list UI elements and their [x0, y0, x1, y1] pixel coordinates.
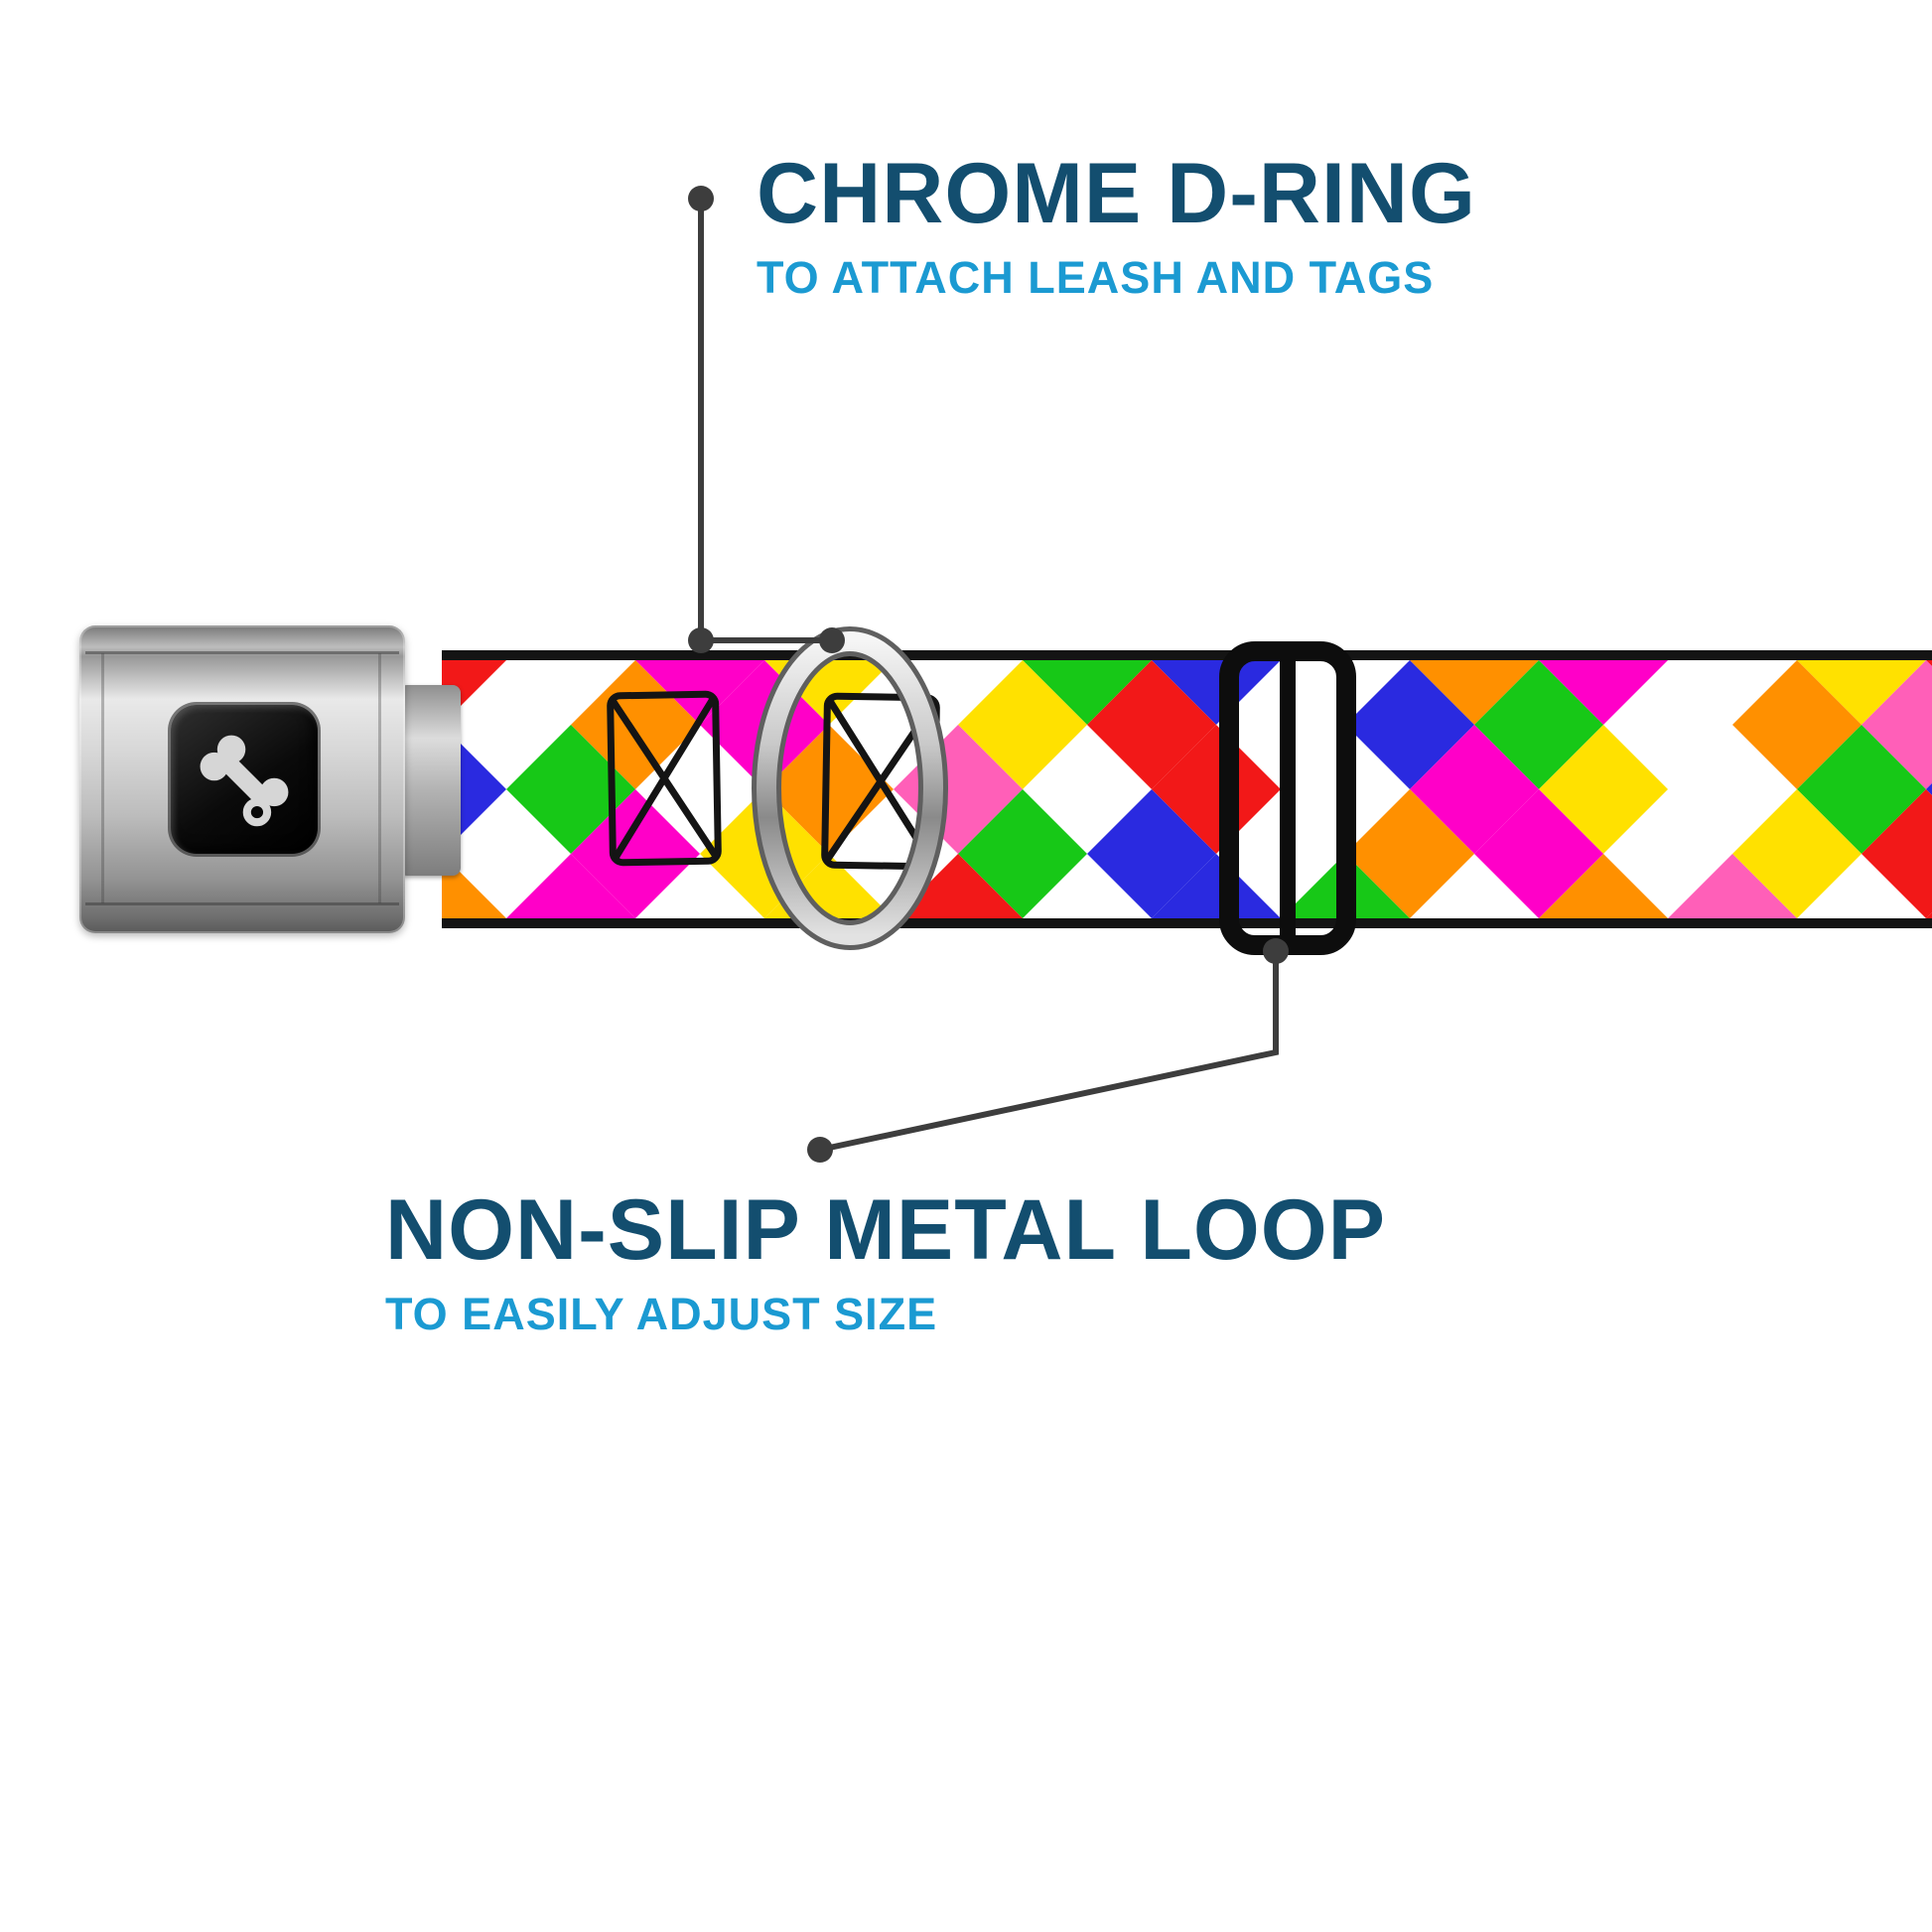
buckle-body — [79, 625, 405, 933]
buckle-seam — [85, 651, 399, 654]
leader-line-loop — [807, 938, 1289, 1163]
diamond-pattern — [442, 660, 1932, 918]
buckle-latch — [399, 685, 461, 876]
seatbelt-buckle — [79, 625, 462, 933]
callout-metal-loop: NON-SLIP METAL LOOP TO EASILY ADJUST SIZ… — [385, 1187, 1386, 1340]
buckle-seam — [378, 653, 381, 903]
callout-dring-subtitle: TO ATTACH LEASH AND TAGS — [757, 252, 1435, 303]
buckle-seam — [101, 653, 104, 903]
callout-loop-subtitle: TO EASILY ADJUST SIZE — [385, 1289, 938, 1339]
collar-strap — [442, 650, 1932, 928]
dog-bone-icon — [200, 735, 289, 827]
callout-dring-title: CHROME D-RING — [757, 146, 1476, 241]
buckle-seam — [85, 902, 399, 905]
callout-loop-title: NON-SLIP METAL LOOP — [385, 1182, 1387, 1278]
buckle-press-button — [171, 705, 318, 854]
callout-chrome-d-ring: CHROME D-RING TO ATTACH LEASH AND TAGS — [757, 151, 1476, 304]
